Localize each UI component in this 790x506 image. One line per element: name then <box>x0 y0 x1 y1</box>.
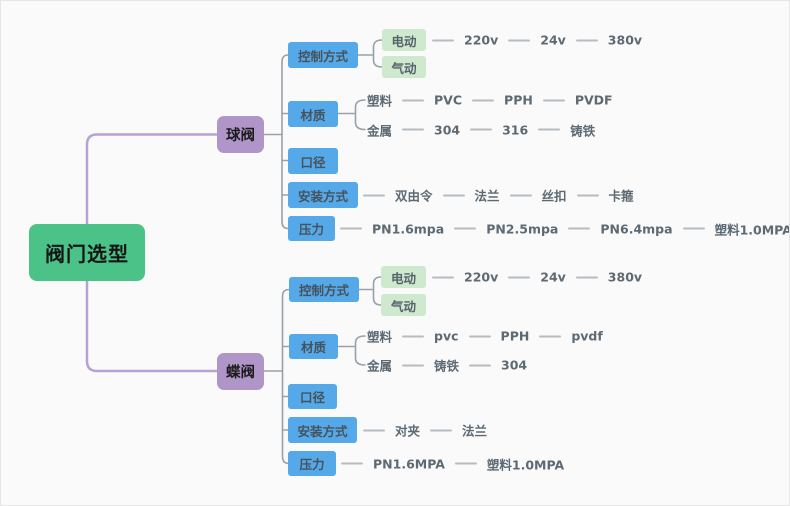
connector-dash <box>576 194 599 196</box>
category-ball-diameter[interactable]: 口径 <box>288 148 338 174</box>
connector-dash <box>508 39 531 41</box>
connector-dash <box>682 227 705 230</box>
leaf-node[interactable]: 304 <box>501 357 528 373</box>
leaf-node[interactable]: 塑料1.0MPA <box>486 457 565 472</box>
connector-dash <box>341 462 363 465</box>
leaf-node[interactable]: 24v <box>540 32 566 48</box>
leaf-node[interactable]: 220v <box>464 269 499 285</box>
connector-dash <box>340 227 362 230</box>
leaf-node[interactable]: 金属 <box>367 358 393 374</box>
leaf-chain-row: PN1.6MPA 塑料1.0MPA <box>341 454 564 473</box>
leaf-node[interactable]: PN6.4mpa <box>600 221 673 236</box>
leaf-node[interactable]: PVC <box>434 92 463 108</box>
connector-dash <box>454 227 477 230</box>
category-ball-pressure[interactable]: 压力 <box>288 216 335 241</box>
connector-dash <box>363 429 385 431</box>
leaf-node[interactable]: 丝扣 <box>541 188 567 204</box>
leaf-chain-row: PN1.6mpa PN2.5mpa PN6.4mpa 塑料1.0MPA <box>340 219 790 238</box>
leaf-node[interactable]: 塑料 <box>367 329 393 345</box>
connector-dash <box>468 335 491 337</box>
connector-dash <box>430 429 453 431</box>
leaf-node[interactable]: 220v <box>464 32 499 48</box>
leaf-chain-row: 220v 24v 380v <box>432 33 642 48</box>
connector-dash <box>363 194 385 196</box>
leaf-box-butterfly-electric[interactable]: 电动 <box>381 266 426 288</box>
leaf-node[interactable]: PPH <box>500 328 530 344</box>
connector-dash <box>454 462 477 465</box>
category-ball-installation[interactable]: 安装方式 <box>288 182 358 208</box>
leaf-node[interactable]: 24v <box>540 269 566 285</box>
connector-dash <box>509 194 532 196</box>
leaf-box-butterfly-pneumatic[interactable]: 气动 <box>381 294 426 316</box>
leaf-chain-row: 塑料 pvc PPH pvdf <box>367 327 603 346</box>
connector-dash <box>402 364 425 366</box>
connector-dash <box>469 364 492 366</box>
connector-dash <box>402 335 425 337</box>
leaf-node[interactable]: PN1.6MPA <box>373 456 445 471</box>
leaf-box-ball-pneumatic[interactable]: 气动 <box>382 56 426 78</box>
connector-dash <box>402 128 425 131</box>
leaf-node[interactable]: 铸铁 <box>434 358 460 374</box>
connector-dash <box>442 194 465 196</box>
connector-dash <box>432 276 454 278</box>
leaf-node[interactable]: 对夹 <box>395 423 421 439</box>
connector-dash <box>575 276 598 278</box>
leaf-node[interactable]: 卡箍 <box>608 188 634 204</box>
leaf-node[interactable]: 316 <box>502 122 529 137</box>
leaf-chain-row: 塑料 PVC PPH PVDF <box>367 91 613 110</box>
leaf-node[interactable]: 法兰 <box>474 188 500 204</box>
leaf-node[interactable]: 塑料1.0MPA <box>714 222 790 237</box>
leaf-node[interactable]: 380v <box>607 269 643 285</box>
leaf-node[interactable]: pvdf <box>571 328 603 344</box>
leaf-node[interactable]: pvc <box>434 328 459 344</box>
connector-dash <box>542 99 565 101</box>
connector-dash <box>568 227 591 230</box>
leaf-chain-row: 金属 铸铁 304 <box>367 356 527 375</box>
root-node[interactable]: 阀门选型 <box>29 224 145 281</box>
connector-dash <box>508 276 531 278</box>
connector-dash <box>538 128 561 131</box>
leaf-chain-row: 金属 304 316 铸铁 <box>367 120 595 139</box>
connector-dash <box>432 39 454 41</box>
leaf-node[interactable]: 380v <box>607 32 643 48</box>
leaf-chain-row: 220v 24v 380v <box>432 270 642 285</box>
leaf-node[interactable]: PN1.6mpa <box>372 221 445 236</box>
connector-dash <box>470 128 493 131</box>
category-ball-control-method[interactable]: 控制方式 <box>288 42 358 68</box>
connector-dash <box>472 99 495 101</box>
category-butterfly-installation[interactable]: 安装方式 <box>288 417 357 443</box>
branch-node-ball-valve[interactable]: 球阀 <box>217 116 264 153</box>
leaf-node[interactable]: 铸铁 <box>570 123 596 138</box>
leaf-node[interactable]: 双由令 <box>395 188 433 204</box>
leaf-node[interactable]: 法兰 <box>462 423 488 439</box>
connector-dash <box>402 99 425 101</box>
leaf-node[interactable]: PVDF <box>574 92 613 108</box>
leaf-node[interactable]: PN2.5mpa <box>486 221 559 236</box>
connector-dash <box>539 335 562 337</box>
leaf-node[interactable]: 304 <box>434 122 461 137</box>
category-ball-material[interactable]: 材质 <box>288 101 338 127</box>
leaf-box-ball-electric[interactable]: 电动 <box>382 29 426 51</box>
connector-dash <box>575 39 598 41</box>
leaf-node[interactable]: 金属 <box>367 123 393 138</box>
category-butterfly-pressure[interactable]: 压力 <box>288 451 336 476</box>
branch-node-butterfly-valve[interactable]: 蝶阀 <box>217 353 264 390</box>
category-butterfly-diameter[interactable]: 口径 <box>288 384 337 409</box>
leaf-node[interactable]: 塑料 <box>367 93 393 109</box>
category-butterfly-material[interactable]: 材质 <box>289 334 338 359</box>
category-butterfly-control-method[interactable]: 控制方式 <box>289 277 359 302</box>
leaf-node[interactable]: PPH <box>504 92 533 108</box>
leaf-chain-row: 双由令 法兰 丝扣 卡箍 <box>363 186 634 205</box>
leaf-chain-row: 对夹 法兰 <box>363 421 487 440</box>
